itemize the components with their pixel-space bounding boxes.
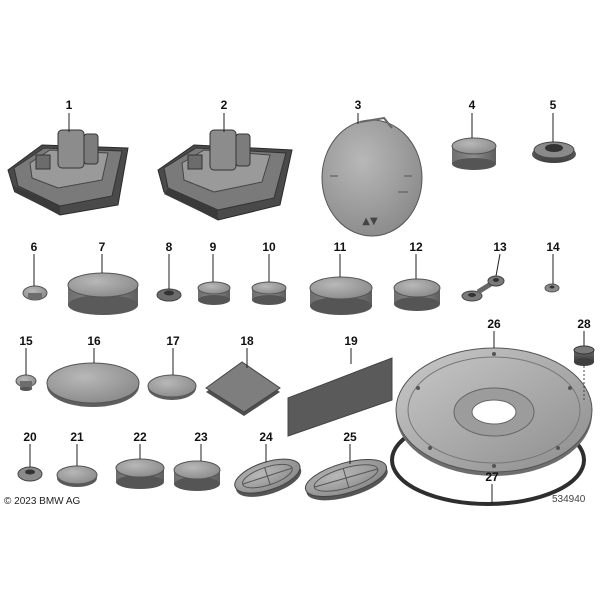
callout-12: 12: [409, 240, 423, 254]
callout-5: 5: [549, 98, 557, 112]
part-17-round-pad-icon: [147, 374, 197, 400]
part-16-round-pad-icon: [46, 362, 140, 407]
part-15-small-plug-icon: [15, 374, 37, 391]
diagram-id: 534940: [552, 494, 586, 505]
callout-26: 26: [487, 317, 501, 331]
part-8-small-grommet-icon: [156, 288, 182, 302]
callout-4: 4: [468, 98, 476, 112]
callout-14: 14: [546, 240, 560, 254]
svg-text:▲▼: ▲▼: [362, 216, 378, 227]
callout-10: 10: [262, 240, 276, 254]
part-3-round-cover-cap-icon: ▲▼: [321, 116, 423, 237]
callout-28: 28: [577, 317, 591, 331]
part-26-cover-plate-icon: [395, 347, 593, 476]
callout-18: 18: [240, 334, 254, 348]
callout-17: 17: [166, 334, 180, 348]
part-21-flat-plug-icon: [56, 465, 98, 487]
callout-19: 19: [344, 334, 358, 348]
callout-20: 20: [23, 430, 37, 444]
callout-7: 7: [98, 240, 106, 254]
callout-15: 15: [19, 334, 33, 348]
callout-27: 27: [485, 470, 499, 484]
leader-lines: [25, 113, 585, 505]
callout-1: 1: [65, 98, 73, 112]
callout-2: 2: [220, 98, 228, 112]
callout-25: 25: [343, 430, 357, 444]
part-23-plug-icon: [173, 460, 221, 491]
part-9-plug-icon: [197, 281, 231, 305]
part-6-small-plug-icon: [22, 285, 48, 301]
callout-16: 16: [87, 334, 101, 348]
callout-9: 9: [209, 240, 217, 254]
callout-3: 3: [354, 98, 362, 112]
part-19-rectangular-pad-icon: [287, 357, 393, 437]
part-10-plug-icon: [251, 281, 287, 305]
callout-13: 13: [493, 240, 507, 254]
callout-21: 21: [70, 430, 84, 444]
copyright-text: © 2023 BMW AG: [4, 496, 81, 507]
callout-8: 8: [165, 240, 173, 254]
part-20-small-grommet-icon: [17, 466, 43, 482]
part-22-plug-icon: [115, 458, 165, 489]
part-11-large-plug-icon: [309, 276, 373, 315]
part-18-square-pad-icon: [205, 361, 281, 416]
part-5-grommet-icon: [532, 141, 576, 163]
callout-6: 6: [30, 240, 38, 254]
callout-24: 24: [259, 430, 273, 444]
callout-22: 22: [133, 430, 147, 444]
part-1-jack-pad-icon: [7, 129, 129, 216]
part-13-cable-grommet-icon: [461, 275, 505, 302]
part-4-blind-plug-icon: [451, 137, 497, 170]
part-2-jack-pad-icon: [157, 129, 293, 221]
part-14-tiny-grommet-icon: [544, 283, 560, 293]
callout-23: 23: [194, 430, 208, 444]
part-12-plug-icon: [393, 278, 441, 311]
part-28-nut-icon: [573, 345, 595, 400]
part-25-oval-plug-icon: [304, 459, 388, 501]
part-7-large-plug-icon: [67, 272, 139, 315]
callout-11: 11: [333, 240, 347, 254]
part-24-oval-plug-icon: [234, 458, 302, 497]
